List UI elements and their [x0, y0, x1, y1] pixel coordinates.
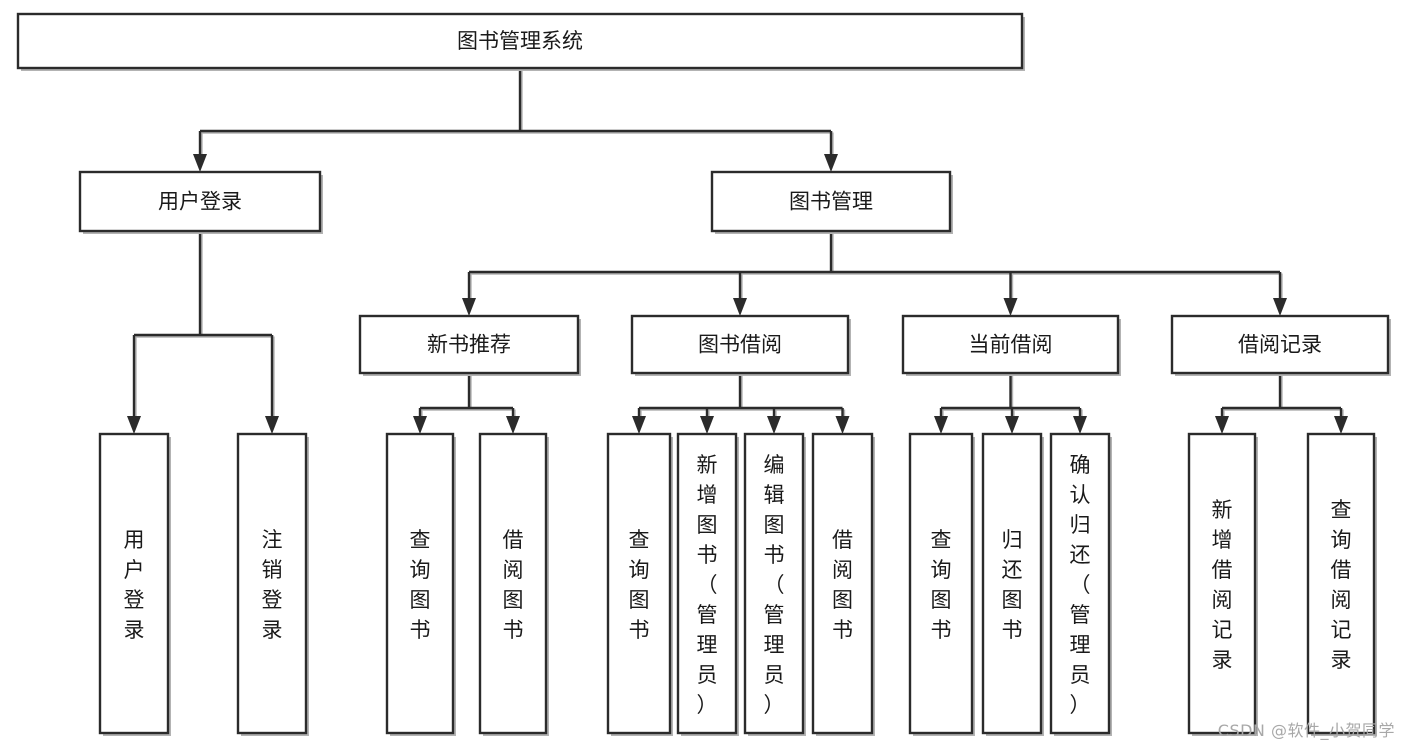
- watermark-text: CSDN @软件_小贺同学: [1217, 721, 1395, 740]
- node-borrow-leaf-2[interactable]: 编辑图书（管理员）: [743, 432, 806, 736]
- node-record-leaf-1[interactable]: 查询借阅记录: [1306, 432, 1377, 736]
- node-label: 注销登录: [262, 528, 283, 642]
- node-box-outline: [811, 432, 874, 735]
- node-box-outline: [1170, 314, 1390, 375]
- node-box-outline: [78, 170, 322, 233]
- node-borrow-leaf-3[interactable]: 借阅图书: [811, 432, 875, 736]
- node-level2-2[interactable]: 当前借阅: [901, 314, 1121, 376]
- arrow-head-17: [1215, 416, 1229, 434]
- node-label: 用户登录: [158, 190, 242, 214]
- node-box-outline: [901, 314, 1120, 375]
- arrow-head-10: [632, 416, 646, 434]
- node-level2-1[interactable]: 图书借阅: [630, 314, 851, 376]
- node-box-outline: [236, 432, 308, 735]
- node-box-outline: [1049, 432, 1111, 735]
- arrow-head-14: [934, 416, 948, 434]
- arrow-head-18: [1334, 416, 1348, 434]
- arrow-head-7: [1273, 298, 1287, 316]
- node-label: 当前借阅: [969, 333, 1053, 357]
- node-box-outline: [676, 432, 738, 735]
- node-box-outline: [630, 314, 850, 375]
- node-borrow-leaf-0[interactable]: 查询图书: [606, 432, 673, 736]
- node-label: 借阅图书: [503, 528, 524, 642]
- node-label: 查询借阅记录: [1331, 498, 1352, 672]
- node-borrow-leaf-1[interactable]: 新增图书（管理员）: [676, 432, 739, 736]
- node-label: 归还图书: [1002, 528, 1023, 642]
- node-box-outline: [385, 432, 455, 735]
- node-label: 新增图书（管理员）: [697, 453, 718, 717]
- arrow-head-13: [835, 416, 850, 434]
- node-level2-0[interactable]: 新书推荐: [358, 314, 581, 376]
- node-box-outline: [981, 432, 1043, 735]
- node-box-outline: [1306, 432, 1376, 735]
- arrow-head-12: [767, 416, 781, 434]
- node-record-leaf-0[interactable]: 新增借阅记录: [1187, 432, 1258, 736]
- node-box-outline: [743, 432, 805, 735]
- node-box-outline: [908, 432, 974, 735]
- node-label: 借阅记录: [1238, 333, 1322, 357]
- node-box-outline: [98, 432, 170, 735]
- node-box-outline: [710, 170, 952, 233]
- node-label: 借阅图书: [832, 528, 853, 642]
- node-boxes: 图书管理系统用户登录图书管理用户登录注销登录新书推荐图书借阅当前借阅借阅记录查询…: [16, 12, 1391, 736]
- node-user-leaf-1[interactable]: 注销登录: [236, 432, 309, 736]
- node-label: 查询图书: [410, 528, 431, 642]
- node-newbook-leaf-0[interactable]: 查询图书: [385, 432, 456, 736]
- arrow-head-2: [127, 416, 141, 434]
- node-label: 查询图书: [629, 528, 650, 642]
- node-box-outline: [1187, 432, 1257, 735]
- node-label: 确认归还（管理员）: [1070, 453, 1091, 717]
- node-label: 新书推荐: [427, 333, 511, 357]
- node-level1-1[interactable]: 图书管理: [710, 170, 953, 234]
- node-box-outline: [16, 12, 1024, 70]
- arrow-head-6: [1003, 298, 1018, 316]
- node-label: 编辑图书（管理员）: [764, 453, 785, 717]
- node-box-outline: [478, 432, 548, 735]
- node-label: 图书借阅: [698, 333, 782, 357]
- arrow-head-15: [1005, 416, 1019, 434]
- node-label: 图书管理: [789, 190, 873, 214]
- node-current-leaf-2[interactable]: 确认归还（管理员）: [1049, 432, 1112, 736]
- node-root[interactable]: 图书管理系统: [16, 12, 1025, 71]
- arrow-head-0: [193, 154, 207, 172]
- arrow-head-11: [700, 416, 714, 434]
- arrow-head-3: [265, 416, 279, 434]
- arrow-head-4: [462, 298, 476, 316]
- node-level2-3[interactable]: 借阅记录: [1170, 314, 1391, 376]
- node-newbook-leaf-1[interactable]: 借阅图书: [478, 432, 549, 736]
- node-current-leaf-1[interactable]: 归还图书: [981, 432, 1044, 736]
- arrow-head-16: [1073, 416, 1087, 434]
- node-box-outline: [358, 314, 580, 375]
- node-label: 新增借阅记录: [1212, 498, 1233, 672]
- arrow-head-9: [506, 416, 520, 434]
- node-label: 用户登录: [124, 528, 145, 642]
- arrow-head-8: [413, 416, 427, 434]
- node-current-leaf-0[interactable]: 查询图书: [908, 432, 975, 736]
- node-label: 图书管理系统: [457, 29, 583, 53]
- arrow-head-1: [824, 154, 838, 172]
- node-label: 查询图书: [931, 528, 952, 642]
- arrow-heads: [127, 154, 1348, 434]
- arrow-head-5: [733, 298, 747, 316]
- node-user-leaf-0[interactable]: 用户登录: [98, 432, 171, 736]
- node-level1-0[interactable]: 用户登录: [78, 170, 323, 234]
- node-box-outline: [606, 432, 672, 735]
